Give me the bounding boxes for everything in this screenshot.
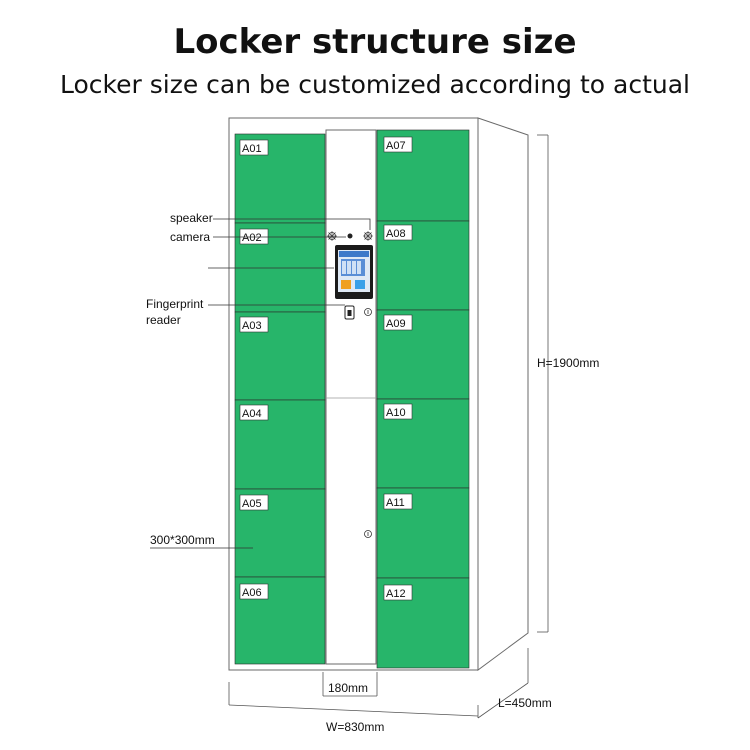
height-dimension-line bbox=[537, 134, 549, 633]
cabinet-side-panel bbox=[477, 117, 529, 671]
center-width-dimension-label: 180mm bbox=[328, 681, 368, 695]
compartment-label-a10: A10 bbox=[386, 407, 406, 419]
compartment-label-a02: A02 bbox=[242, 232, 262, 244]
compartment-label-a12: A12 bbox=[386, 588, 406, 600]
callout-camera: camera bbox=[170, 230, 210, 244]
touch-screen[interactable] bbox=[335, 245, 373, 299]
callout-speaker: speaker bbox=[170, 211, 213, 225]
compartment-label-a11: A11 bbox=[386, 497, 405, 509]
speaker-left-icon bbox=[327, 231, 337, 241]
compartment-label-a06: A06 bbox=[242, 587, 262, 599]
fingerprint-reader-icon[interactable] bbox=[344, 305, 355, 320]
center-control-column bbox=[325, 129, 377, 665]
callout-leader-lines bbox=[150, 218, 371, 549]
callout-fingerprint-line1: Fingerprint bbox=[146, 297, 204, 311]
center-width-dimension-lines bbox=[322, 672, 378, 697]
camera-icon bbox=[347, 233, 353, 239]
speaker-right-icon bbox=[363, 231, 373, 241]
locker-door-a06[interactable] bbox=[234, 576, 326, 665]
height-dimension-label: H=1900mm bbox=[537, 356, 599, 370]
key-lock-lower-icon[interactable] bbox=[364, 530, 372, 538]
compartment-label-a07: A07 bbox=[386, 140, 406, 152]
width-dimension-lines bbox=[228, 682, 479, 718]
compartment-label-a09: A09 bbox=[386, 318, 406, 330]
right-label-boxes bbox=[383, 136, 413, 601]
page-subtitle: Locker size can be customized according … bbox=[60, 70, 690, 99]
compartment-label-a01: A01 bbox=[242, 143, 262, 155]
page-title: Locker structure size bbox=[173, 22, 577, 62]
depth-dimension-lines bbox=[477, 648, 529, 719]
width-dimension-label: W=830mm bbox=[326, 720, 384, 734]
depth-dimension-label: L=450mm bbox=[498, 696, 552, 710]
callout-compartment-size: 300*300mm bbox=[150, 533, 215, 547]
key-lock-upper-icon[interactable] bbox=[364, 308, 372, 316]
left-label-boxes bbox=[239, 139, 269, 600]
compartment-label-a03: A03 bbox=[242, 320, 262, 332]
compartment-label-a05: A05 bbox=[242, 498, 262, 510]
compartment-label-a04: A04 bbox=[242, 408, 262, 420]
callout-fingerprint-line2: reader bbox=[146, 313, 181, 327]
compartment-label-a08: A08 bbox=[386, 228, 406, 240]
